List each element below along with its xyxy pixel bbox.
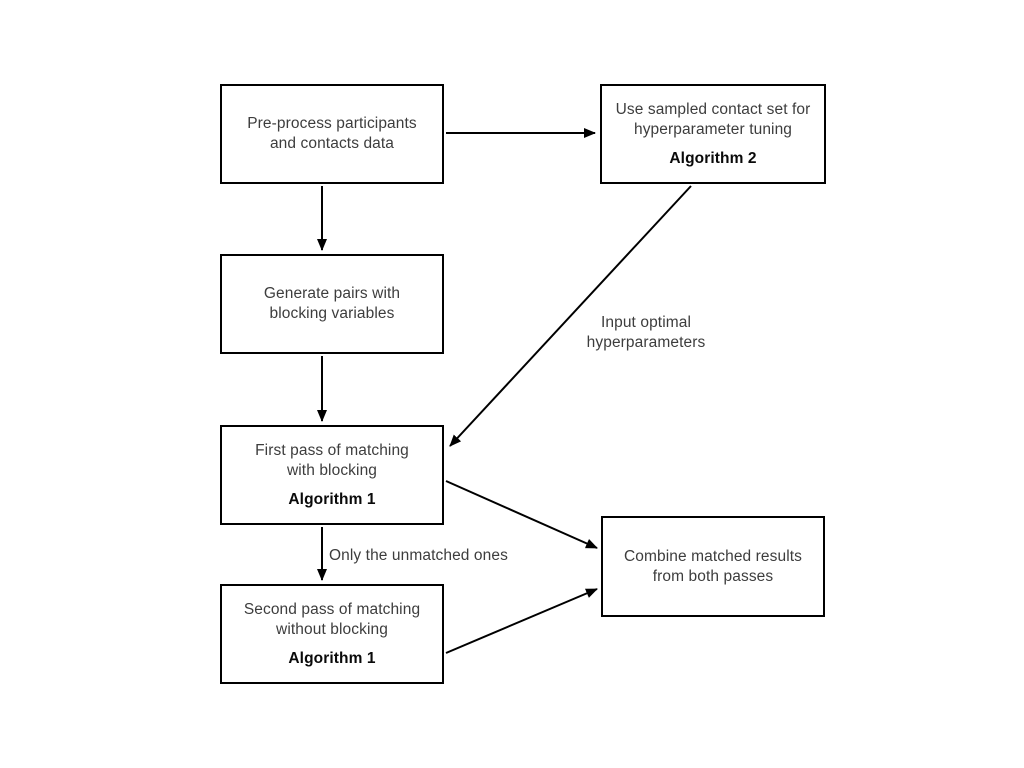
node-firstpass-line1: First pass of matching: [255, 441, 409, 459]
node-combine-line2: from both passes: [652, 567, 774, 585]
edge-label-only-unmatched-ones: Only the unmatched ones: [329, 547, 508, 564]
edge-label-hyperparams-line2: hyperparameters: [586, 334, 706, 351]
node-combine: Combine matched results from both passes: [601, 516, 825, 617]
node-tuning-line2: hyperparameter tuning: [633, 120, 793, 138]
arrow-firstpass-to-combine: [445, 480, 598, 549]
node-secondpass: Second pass of matching without blocking…: [220, 584, 444, 684]
node-preprocess-line2: and contacts data: [269, 135, 395, 152]
node-combine-line1: Combine matched results: [623, 547, 803, 565]
node-secondpass-line1: Second pass of matching: [243, 600, 421, 618]
node-generate-line2: blocking variables: [269, 305, 395, 322]
node-generate-line1: Generate pairs with: [263, 285, 401, 302]
node-generate: Generate pairs with blocking variables: [220, 254, 444, 354]
node-firstpass-algorithm: Algorithm 1: [288, 490, 376, 508]
node-tuning: Use sampled contact set for hyperparamet…: [600, 84, 826, 184]
node-tuning-line1: Use sampled contact set for: [615, 100, 811, 118]
node-preprocess-line1: Pre-process participants: [247, 115, 417, 132]
edge-label-hyperparams-line1: Input optimal: [600, 314, 692, 331]
node-preprocess: Pre-process participants and contacts da…: [220, 84, 444, 184]
node-secondpass-algorithm: Algorithm 1: [288, 649, 376, 667]
node-tuning-algorithm: Algorithm 2: [669, 149, 757, 167]
node-firstpass-line2: with blocking: [286, 461, 378, 479]
arrow-secondpass-to-combine: [445, 588, 598, 654]
edge-label-input-optimal-hyperparameters: Input optimal hyperparameters: [560, 313, 732, 353]
node-secondpass-line2: without blocking: [276, 620, 388, 638]
node-firstpass: First pass of matching with blocking Alg…: [220, 425, 444, 525]
